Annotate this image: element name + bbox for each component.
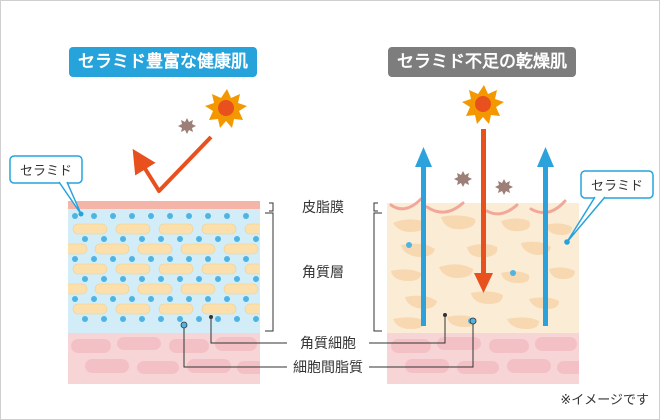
ceramide-dot [224,296,230,302]
ceramide-dot [82,276,88,282]
ceramide-dot [82,316,88,322]
ceramide-dot [120,236,126,242]
ceramide-dot [148,256,154,262]
ceramide-dot [167,213,173,219]
ceramide-dot [243,256,249,262]
ceramide-dot [139,236,145,242]
ceramide-dot [186,296,192,302]
uv-penetration-arrowhead [474,273,493,293]
ceramide-dot [224,256,230,262]
ceramide-dot [205,296,211,302]
lower-skin-cells [71,337,260,374]
intercellular-lipid-label: 細胞間脂質 [293,360,363,376]
ceramide-dot [234,276,240,282]
ceramide-dot [148,296,154,302]
ceramide-dot [167,256,173,262]
ceramide-dot [215,316,221,322]
ceramide-dot [167,296,173,302]
ceramide-dot [253,316,259,322]
reflected-light-arrow [132,135,213,193]
healthy-sebum-membrane [68,201,260,209]
ceramide-callout-right [564,170,654,245]
dust-particle-left [178,118,196,134]
ceramide-dot [91,213,97,219]
ceramide-dot [253,276,259,282]
ceramide-dot [177,236,183,242]
dry-skin-illustration [387,197,579,384]
dry-sebum-scales [389,197,567,216]
ceramide-dot [120,316,126,322]
ceramide-dot [243,213,249,219]
dust-particles-right [454,171,513,195]
ceramide-dot [186,256,192,262]
ceramide-dot [129,296,135,302]
ceramide-callout-left-text: セラミド [20,164,72,179]
ceramide-dot [72,296,78,302]
dry-skin-title: セラミド不足の乾燥肌 [388,47,576,77]
stratum-corneum-label: 角質層 [302,265,344,281]
ceramide-dot [215,276,221,282]
ceramide-dot [158,236,164,242]
ceramide-dot [196,316,202,322]
ceramide-dot [101,236,107,242]
ceramide-dot [186,213,192,219]
healthy-corneocytes [68,223,260,315]
sun-left [205,89,247,128]
ceramide-dot [234,236,240,242]
ceramide-dot [148,213,154,219]
ceramide-dot [205,256,211,262]
ceramide-dot [177,316,183,322]
corneocyte-pointer-right [443,313,447,317]
ceramide-dot [224,213,230,219]
corneocyte-pointer-left [209,315,213,319]
moisture-loss-arrows [415,147,554,326]
ceramide-dot [253,236,259,242]
ceramide-dot [406,242,412,248]
ceramide-dot [110,256,116,262]
ceramide-dot [120,276,126,282]
lipid-pointer-right [469,317,477,325]
ceramide-dot [129,213,135,219]
ceramide-dot [101,276,107,282]
ceramide-dot [177,276,183,282]
ceramide-dot [158,316,164,322]
ceramide-dot [196,236,202,242]
ceramide-dot [110,213,116,219]
ceramide-dot [82,236,88,242]
ceramide-callout-left [9,155,84,217]
ceramide-dot [72,213,78,219]
ceramide-dot [243,296,249,302]
ceramide-dot [91,296,97,302]
ceramide-dot [158,276,164,282]
lipid-pointer-left [180,321,188,329]
ceramide-dot [205,213,211,219]
ceramide-dot [72,256,78,262]
image-note: ※イメージです [560,393,649,408]
ceramide-dot [215,236,221,242]
ceramide-dot [139,316,145,322]
ceramide-dot [91,256,97,262]
uv-penetration-arrow [481,129,486,275]
ceramide-dot [129,256,135,262]
ceramide-callout-right-text: セラミド [591,179,643,194]
ceramide-dot [110,296,116,302]
healthy-skin-illustration [68,201,260,384]
sun-right [462,85,504,124]
ceramide-dot [101,316,107,322]
ceramide-dots [72,213,259,322]
dry-corneocytes [391,215,575,329]
ceramide-dot [196,276,202,282]
corneocyte-label: 角質細胞 [300,336,356,352]
sebum-membrane-label: 皮脂膜 [302,200,344,216]
healthy-skin-title: セラミド豊富な健康肌 [69,47,257,77]
ceramide-dot [234,316,240,322]
ceramide-dot [510,270,516,276]
ceramide-dot [139,276,145,282]
leader-lines [183,202,474,368]
